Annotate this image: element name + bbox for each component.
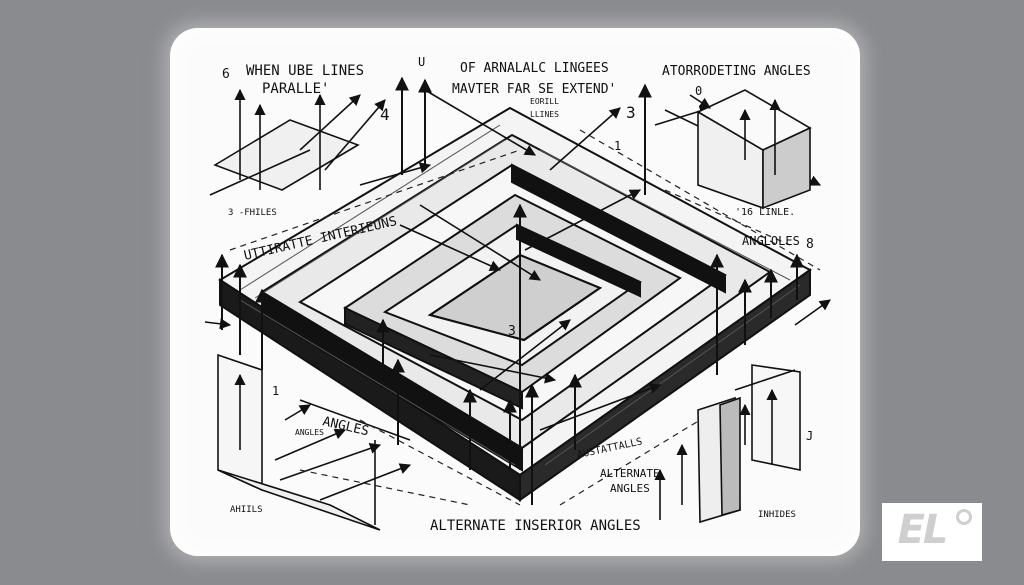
label-top-left-2: PARALLE' [262, 81, 329, 97]
label-top-left-1: WHEN UBE LINES [246, 63, 364, 79]
label-num-1-top: 1 [614, 139, 621, 153]
label-top-right: ATORRODETING ANGLES [662, 64, 811, 79]
label-small-center: EORILL [530, 97, 559, 106]
label-bottom-right-small: INHIDES [758, 510, 796, 520]
label-num-3-top: 3 [626, 103, 636, 122]
label-lower-left: ANGLES [321, 414, 370, 439]
label-small-right: '16 LINLE. [735, 207, 795, 218]
label-num-4: 4 [380, 105, 390, 124]
logo-dot-icon [956, 509, 972, 525]
label-small-left: 3 -FHILES [228, 208, 277, 218]
dashed-guides [229, 129, 821, 506]
label-lower-right-2: ALTERNATE [600, 467, 660, 480]
logo-text: EL [897, 507, 949, 553]
label-num-j: J [806, 429, 813, 443]
lower-left-box [217, 353, 412, 531]
label-num-0: 0 [695, 84, 702, 98]
label-lower-right-3: ANGLES [610, 482, 650, 495]
top-right-cube [689, 89, 812, 210]
diagonal-arrows [204, 89, 831, 431]
label-bottom-left-small: AHIILS [230, 505, 263, 515]
top-left-prism [209, 88, 386, 196]
watermark-logo: EL [882, 503, 982, 561]
label-num-6: 6 [222, 67, 230, 82]
label-bottom-center: ALTERNATE INSERIOR ANGLES [430, 518, 641, 534]
vertical-arrows [215, 76, 804, 505]
concentric-frame [218, 106, 812, 502]
label-num-1-left: 1 [272, 384, 279, 398]
label-num-8: 8 [806, 237, 814, 252]
lower-right-prism [654, 364, 801, 524]
label-top-center-1: OF ARNALALC LINGEES [460, 61, 609, 76]
label-top-center-2: MAVTER FAR SE EXTEND' [452, 82, 616, 97]
label-num-3-center: 3. [508, 324, 524, 339]
label-num-u: U [418, 55, 425, 69]
label-small-ang: ANGLES [295, 428, 324, 437]
label-right-mid: ANGLOLES [742, 234, 800, 248]
label-small-center2: LLINES [530, 110, 559, 119]
